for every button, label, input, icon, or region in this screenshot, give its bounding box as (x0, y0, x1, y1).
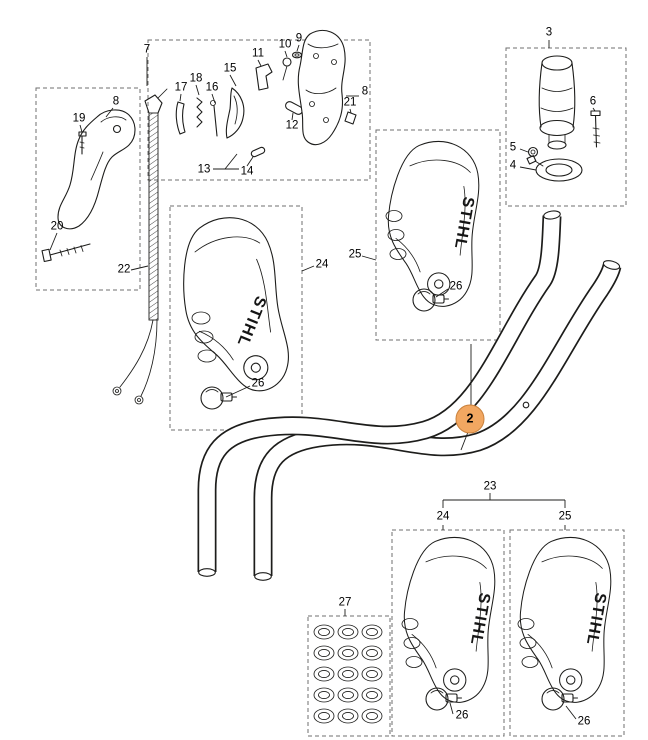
handlebar-tube-art (197, 210, 622, 581)
callout-14[interactable]: 14 (240, 165, 254, 178)
callout-24[interactable]: 24 (315, 258, 329, 271)
parts-group-box-8 (35, 87, 141, 291)
callout-24[interactable]: 24 (436, 510, 450, 523)
callout-23[interactable]: 23 (483, 480, 497, 493)
callout-25[interactable]: 25 (348, 248, 362, 261)
callout-6[interactable]: 6 (589, 95, 597, 108)
callout-2-selected[interactable]: 2 (455, 404, 485, 434)
callout-21[interactable]: 21 (343, 96, 357, 109)
callout-20[interactable]: 20 (50, 220, 64, 233)
callout-10[interactable]: 10 (278, 38, 292, 51)
callout-16[interactable]: 16 (205, 81, 219, 94)
callout-leader-lines (49, 40, 596, 720)
callout-3[interactable]: 3 (545, 26, 553, 39)
parts-group-box-3 (505, 47, 627, 207)
cover-25-lower-art (517, 536, 612, 711)
callout-17[interactable]: 17 (174, 81, 188, 94)
parts-group-box-24-lower (391, 529, 505, 737)
callout-25[interactable]: 25 (558, 510, 572, 523)
callout-8[interactable]: 8 (112, 95, 120, 108)
oring-grid (313, 624, 383, 724)
callout-22[interactable]: 22 (117, 263, 131, 276)
callout-26[interactable]: 26 (449, 280, 463, 293)
throttle-handle-art (41, 109, 136, 263)
cover-24-upper-art (165, 207, 305, 410)
throttle-cable-art (112, 88, 168, 405)
callout-18[interactable]: 18 (189, 72, 203, 85)
callout-11[interactable]: 11 (252, 47, 264, 60)
callout-27[interactable]: 27 (338, 596, 352, 609)
callout-12[interactable]: 12 (285, 119, 299, 132)
callout-26[interactable]: 26 (455, 709, 469, 722)
handle-grip-art (526, 55, 601, 182)
trigger-parts-art (175, 30, 357, 158)
callout-4[interactable]: 4 (509, 159, 517, 172)
callout-8[interactable]: 8 (361, 85, 369, 98)
callout-5[interactable]: 5 (509, 141, 517, 154)
parts-group-box-27 (307, 615, 391, 737)
parts-group-box-25-upper (375, 129, 501, 341)
cover-25-upper-art (385, 140, 480, 312)
callout-26[interactable]: 26 (251, 377, 265, 390)
cover-24-lower-art (401, 536, 496, 711)
callout-7[interactable]: 7 (143, 43, 151, 56)
callout-15[interactable]: 15 (223, 62, 237, 75)
callout-13[interactable]: 13 (197, 163, 211, 176)
callout-9[interactable]: 9 (295, 32, 303, 45)
parts-group-box-25-lower (509, 529, 625, 737)
callout-19[interactable]: 19 (72, 112, 86, 125)
callout-26[interactable]: 26 (577, 715, 591, 728)
